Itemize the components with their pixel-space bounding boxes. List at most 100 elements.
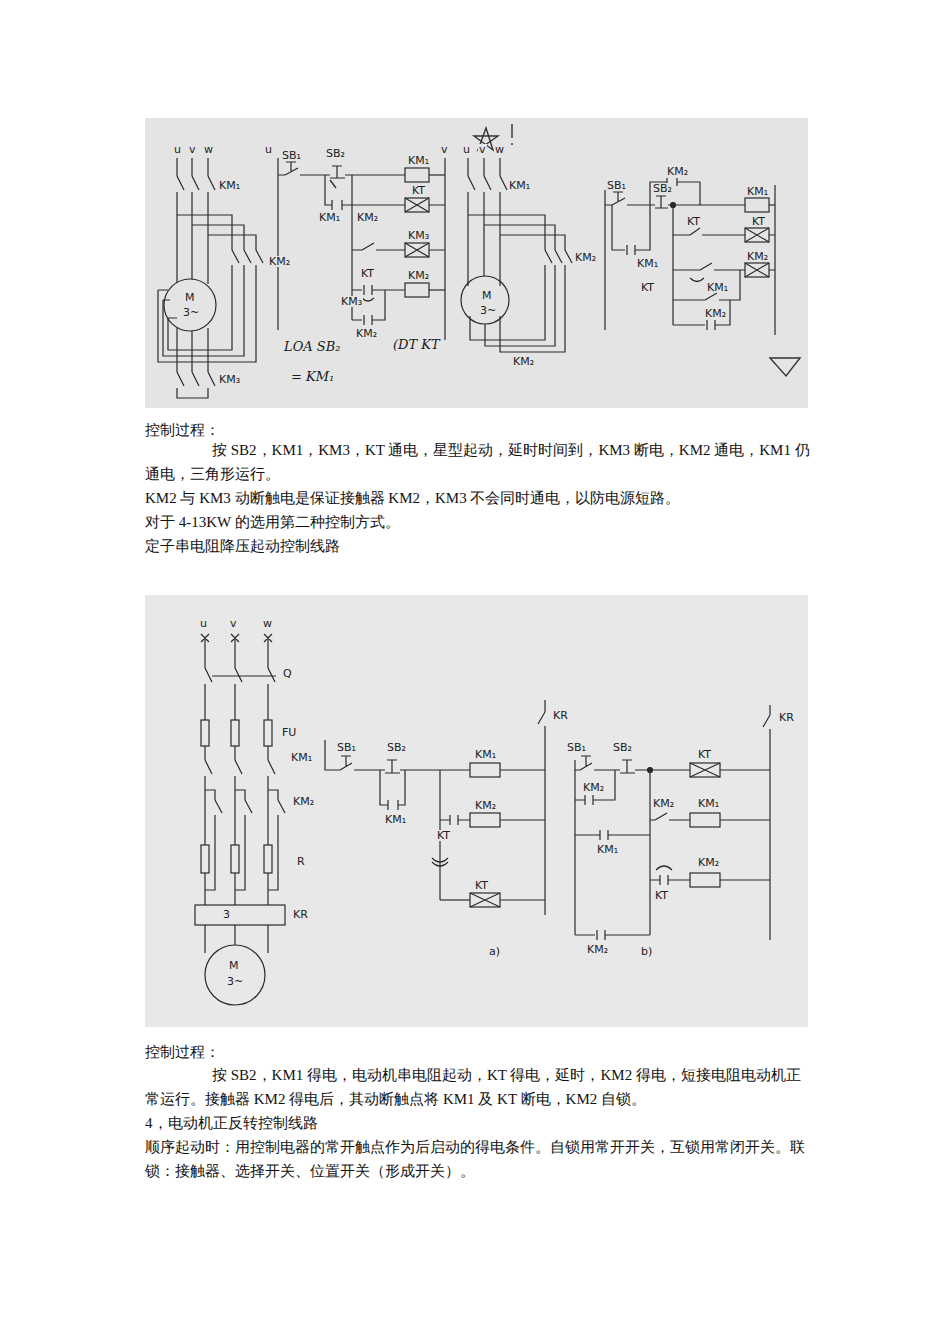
part-label: w — [262, 618, 273, 629]
power-circuit — [177, 192, 208, 284]
power-circuit — [461, 158, 572, 352]
control-circuit — [575, 756, 615, 770]
control-circuit — [575, 930, 650, 940]
part-label: KM₃ — [340, 296, 363, 307]
body-text: 按 SB2，KM1 得电，电动机串电阻起动，KT 得电，延时，KM2 得电，短接… — [145, 1063, 810, 1111]
power-circuit — [177, 158, 208, 176]
power-circuit — [468, 215, 565, 250]
part-label: 3~ — [479, 305, 497, 316]
power-circuit — [195, 634, 285, 1005]
part-label: KT — [360, 268, 375, 279]
power-circuit — [205, 668, 276, 682]
power-circuit — [205, 684, 268, 720]
control-circuit — [575, 830, 650, 840]
control-circuit — [673, 228, 745, 235]
control-circuit — [720, 819, 770, 820]
control-circuit — [650, 813, 690, 820]
part-label: KT — [640, 282, 655, 293]
control-circuit — [615, 760, 690, 773]
control-circuit — [690, 873, 720, 887]
part-label: KT — [654, 890, 669, 901]
control-circuit — [325, 700, 545, 915]
part-label: KM₂ — [474, 800, 497, 811]
control-circuit — [325, 175, 352, 210]
part-label: KT — [751, 216, 766, 227]
part-label: KM₁ — [697, 798, 720, 809]
power-circuit — [470, 265, 565, 352]
part-label: KM₃ — [407, 230, 430, 241]
part-label: KM₂ — [356, 212, 379, 223]
power-circuit — [205, 873, 268, 905]
control-circuit — [405, 243, 445, 257]
part-label: 3~ — [226, 976, 244, 987]
control-circuit — [672, 205, 673, 325]
part-label: v — [478, 144, 487, 155]
control-circuit — [470, 813, 500, 827]
control-circuit — [690, 278, 704, 282]
power-circuit — [232, 250, 263, 263]
body-text: 顺序起动时：用控制电器的常开触点作为后启动的得电条件。自锁用常开开关，互锁用常闭… — [145, 1135, 810, 1183]
part-label: KM₂ — [746, 251, 769, 262]
handwritten-note: = KM₁ — [290, 370, 335, 383]
control-circuit — [470, 763, 500, 777]
part-label: KM₁ — [318, 212, 341, 223]
control-circuit — [500, 819, 545, 820]
body-text: 按 SB2，KM1，KM3，KT 通电，星型起动，延时时间到，KM3 断电，KM… — [145, 438, 810, 486]
power-circuit — [201, 845, 209, 873]
part-label: SB₂ — [612, 742, 633, 753]
handwritten-mark — [511, 124, 512, 145]
part-label: KM₂ — [268, 256, 291, 267]
handwritten-note: (DT KT — [392, 338, 441, 351]
part-label: u — [264, 144, 273, 155]
part-label: KM₂ — [666, 166, 689, 177]
part-label: KM₁ — [218, 180, 241, 191]
power-circuit — [195, 905, 285, 925]
part-label: Q — [282, 668, 293, 679]
control-circuit — [605, 192, 650, 205]
part-label: KM₁ — [407, 155, 430, 166]
power-circuit — [201, 720, 209, 746]
part-label: b) — [640, 946, 653, 957]
part-label: M — [184, 292, 196, 303]
part-label: KM₁ — [706, 282, 729, 293]
part-label: KT — [697, 749, 712, 760]
power-circuit — [177, 215, 256, 250]
part-label: KR — [552, 710, 569, 721]
power-circuit — [215, 800, 285, 813]
control-circuit — [278, 158, 445, 340]
part-label: w — [203, 144, 214, 155]
control-circuit — [325, 166, 405, 178]
control-circuit — [574, 760, 575, 935]
control-circuit — [440, 815, 470, 825]
control-circuit — [769, 204, 775, 205]
control-circuit — [380, 770, 405, 810]
power-circuit — [158, 290, 177, 318]
part-label: u — [199, 618, 208, 629]
photo-ground — [145, 595, 808, 1027]
control-circuit — [745, 198, 769, 212]
control-circuit — [432, 858, 448, 866]
power-circuit — [164, 279, 216, 331]
control-circuit — [605, 178, 775, 335]
control-circuit — [575, 705, 770, 940]
part-label: KM₂ — [586, 944, 609, 955]
power-circuit — [468, 158, 500, 176]
part-label: u — [462, 144, 471, 155]
control-circuit — [650, 196, 745, 208]
section-heading: 定子串电阻降压起动控制线路 — [145, 534, 810, 558]
power-circuit — [468, 192, 500, 286]
part-label: R — [296, 856, 306, 867]
power-circuit — [461, 276, 509, 324]
control-circuit — [380, 760, 470, 773]
part-label: KM₂ — [704, 308, 727, 319]
part-label: FU — [281, 727, 297, 738]
part-label: M — [228, 960, 240, 971]
power-circuit — [205, 815, 278, 890]
control-circuit — [278, 158, 445, 340]
part-label: KM₂ — [582, 782, 605, 793]
control-circuit — [429, 289, 445, 290]
body-text: 控制过程： — [145, 418, 810, 442]
control-circuit — [352, 285, 405, 295]
control-circuit — [605, 185, 775, 335]
